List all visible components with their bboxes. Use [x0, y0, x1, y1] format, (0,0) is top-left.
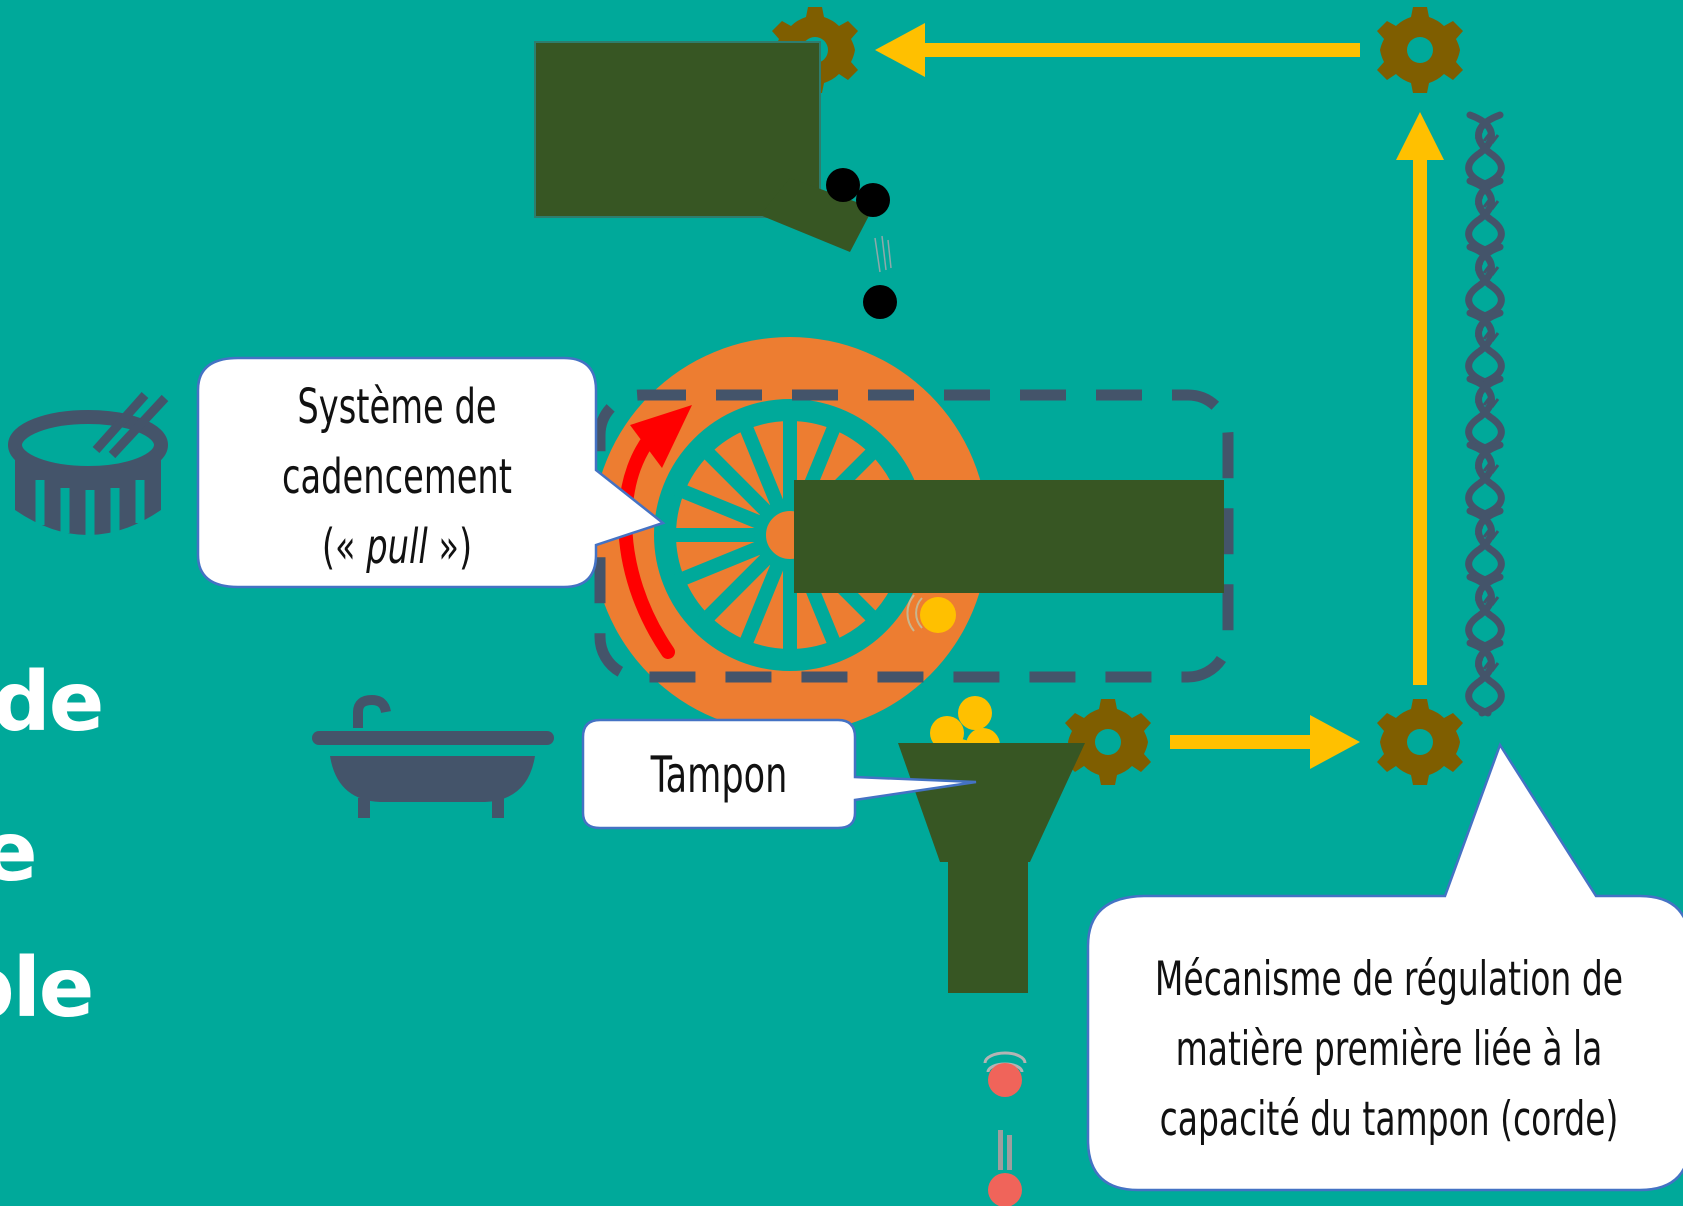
- rope-callout-bubble: [1086, 742, 1683, 1192]
- rope-line-3: capacité du tampon (corde): [1159, 1092, 1619, 1147]
- finished-product: [983, 1051, 1027, 1206]
- arrow-up-icon: [1396, 112, 1444, 160]
- rope-line-2: matière première liée à la: [1175, 1022, 1603, 1077]
- cadence-callout-bubble: [196, 356, 666, 589]
- drum-icon: [8, 392, 169, 535]
- rope-callout-label: Mécanisme de régulation de matière premi…: [1154, 945, 1624, 1155]
- cadence-line-3: (« pull »): [321, 519, 473, 575]
- bathtub-icon: [312, 694, 554, 818]
- buffer-callout-bubble: [581, 718, 977, 830]
- side-text-line: de: [0, 655, 104, 750]
- bottleneck-machine: [794, 480, 1224, 593]
- buffer-callout-label: Tampon: [650, 746, 788, 804]
- rope-icon: [1469, 115, 1502, 713]
- side-text-line: ple: [0, 941, 94, 1036]
- arrow-left-icon: [875, 23, 925, 77]
- flow-arrows: [875, 23, 1444, 769]
- cadence-callout-label: Système de cadencement (« pull »): [242, 372, 552, 582]
- rope-line-1: Mécanisme de régulation de: [1154, 952, 1624, 1007]
- cadence-line-1: Système de: [297, 379, 497, 435]
- gear-icon: [1377, 699, 1463, 785]
- cadence-line-2: cadencement: [282, 449, 512, 505]
- upstream-machine: [534, 41, 873, 252]
- funnel-icon: [898, 743, 1085, 993]
- bottleneck-frame: [594, 389, 1234, 683]
- gear-icon: [1377, 7, 1463, 93]
- side-text-line: e: [0, 805, 38, 900]
- arrow-right-icon: [1310, 715, 1360, 769]
- gear-icon: [1065, 699, 1151, 785]
- wagon-wheel-icon: [592, 337, 988, 733]
